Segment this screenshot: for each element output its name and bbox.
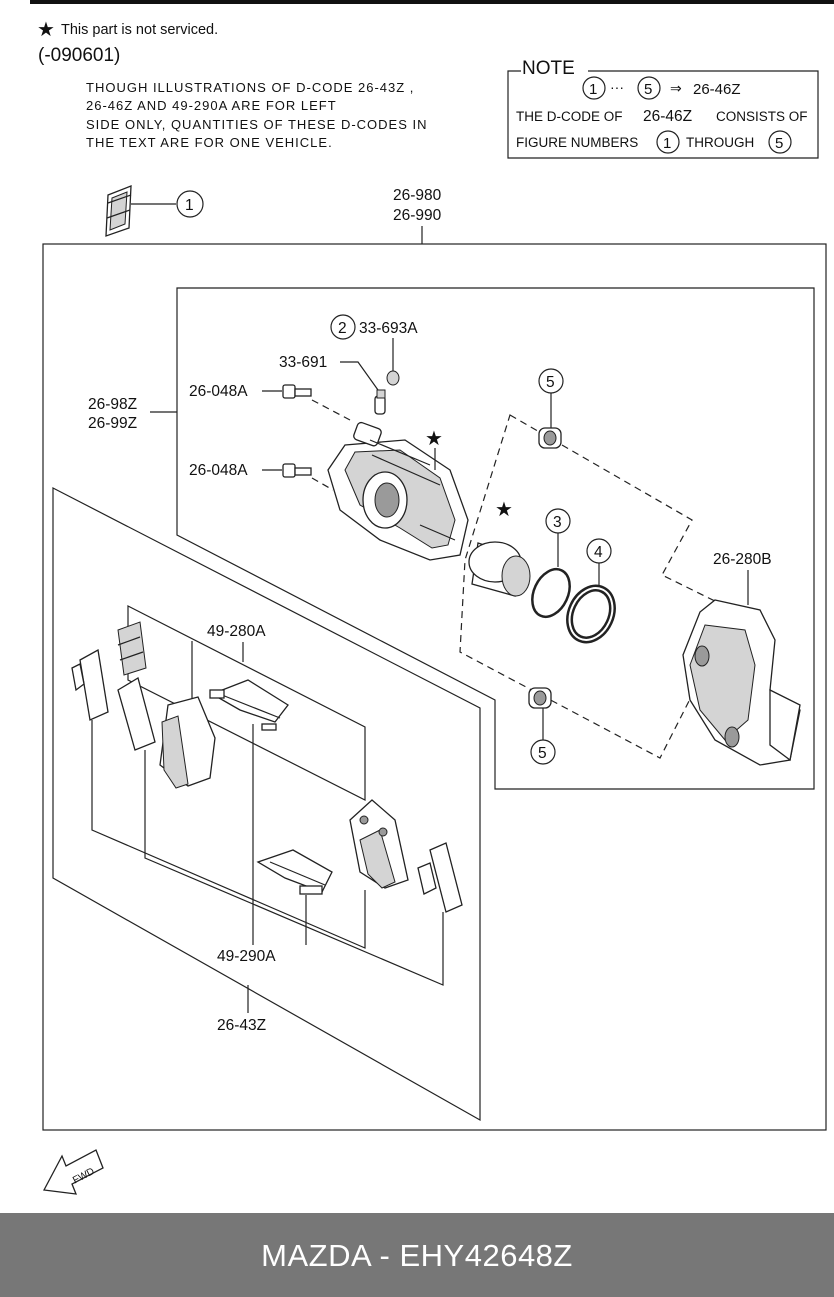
note-line2-prefix: THE D-CODE OF	[516, 109, 623, 124]
pad-set-code: 26-43Z	[217, 1017, 266, 1034]
callout-3: 3	[553, 514, 562, 531]
retaining-clip-lower	[256, 849, 333, 895]
mounting-bracket	[682, 599, 801, 766]
note-line3-num-a: 1	[663, 135, 671, 152]
shim-right	[417, 842, 463, 913]
bleeder-cap-code: 33-693A	[359, 320, 418, 337]
callout-4: 4	[594, 544, 603, 561]
footer-title: MAZDA - EHY42648Z	[261, 1238, 573, 1273]
clip-kit-code: 49-290A	[217, 948, 276, 965]
callout-2-circle	[330, 314, 356, 340]
assembly-code-a: 26-980	[393, 187, 442, 204]
caliper-frame	[176, 287, 815, 790]
callout-5-top: 5	[546, 374, 555, 391]
service-star: ★	[37, 19, 55, 41]
retaining-clip-upper	[209, 679, 289, 731]
guide-bolt-lower	[282, 463, 334, 491]
note-range-dots: ···	[610, 79, 624, 95]
caliper-body	[327, 421, 469, 561]
brake-pad-right	[349, 799, 409, 889]
shim-kit-code: 49-280A	[207, 623, 266, 640]
bleeder-cap-part	[386, 370, 400, 386]
guide-bolt-upper	[282, 384, 351, 421]
description-line-1: THOUGH ILLUSTRATIONS OF D-CODE 26-43Z ,	[86, 80, 414, 95]
note-circle-a	[656, 130, 680, 154]
shim-left-outer	[71, 648, 109, 721]
guide-boot-top	[538, 427, 562, 449]
callout-2: 2	[338, 320, 347, 337]
piston	[468, 541, 531, 597]
callout-5-bottom-circle	[530, 739, 556, 765]
label-sticker-part: 1	[105, 185, 204, 237]
note-line3-num-b: 5	[775, 135, 783, 152]
caliper-code-b: 26-99Z	[88, 415, 137, 432]
note-circle-b	[768, 130, 792, 154]
note-circle-start	[582, 76, 606, 100]
callout-1-circle	[176, 190, 204, 218]
note-title: NOTE	[522, 58, 575, 79]
assembly-frame	[42, 243, 827, 1131]
caliper-code-a: 26-98Z	[88, 396, 137, 413]
shim-left-inner	[117, 676, 156, 751]
note-line2-suffix: CONSISTS OF	[716, 109, 808, 124]
dust-boot-part	[566, 584, 616, 644]
bracket-code: 26-280B	[713, 551, 772, 568]
note-range-start: 1	[589, 81, 597, 98]
note-box: NOTE 1 ··· 5 ⇒ 26-46Z THE D-CODE OF 26-4…	[507, 58, 819, 159]
note-range-end: 5	[644, 81, 652, 98]
assembly-code-b: 26-990	[393, 207, 442, 224]
description-line-4: THE TEXT ARE FOR ONE VEHICLE.	[86, 135, 333, 150]
description-line-2: 26-46Z AND 49-290A ARE FOR LEFT	[86, 98, 337, 113]
bolt-upper-code: 26-048A	[189, 383, 248, 400]
top-border	[30, 0, 834, 4]
seal-ring-part	[531, 567, 571, 619]
note-line2-code: 26-46Z	[643, 108, 692, 125]
forward-arrow: FWD	[42, 1149, 104, 1195]
brake-pad-left	[159, 696, 216, 789]
note-line3-prefix: FIGURE NUMBERS	[516, 135, 638, 150]
guide-boot-bottom	[528, 687, 552, 709]
callout-5-bottom: 5	[538, 745, 547, 762]
note-circle-end	[637, 76, 661, 100]
piston-star: ★	[495, 499, 513, 521]
note-line3-middle: THROUGH	[686, 135, 754, 150]
pad-set-frame	[52, 487, 481, 1122]
callout-1: 1	[185, 197, 194, 214]
description-line-3: SIDE ONLY, QUANTITIES OF THESE D-CODES I…	[86, 117, 428, 132]
caliper-star: ★	[425, 428, 443, 450]
code-range: (-090601)	[38, 45, 120, 66]
bolt-lower-code: 26-048A	[189, 462, 248, 479]
not-serviced-note: This part is not serviced.	[61, 22, 218, 38]
bleeder-screw-code: 33-691	[279, 354, 327, 371]
note-range-code: 26-46Z	[693, 81, 741, 98]
footer-bar	[0, 1213, 834, 1297]
note-arrow: ⇒	[670, 80, 682, 96]
bleeder-screw-part	[374, 389, 386, 415]
pad-left-backing	[117, 621, 147, 676]
